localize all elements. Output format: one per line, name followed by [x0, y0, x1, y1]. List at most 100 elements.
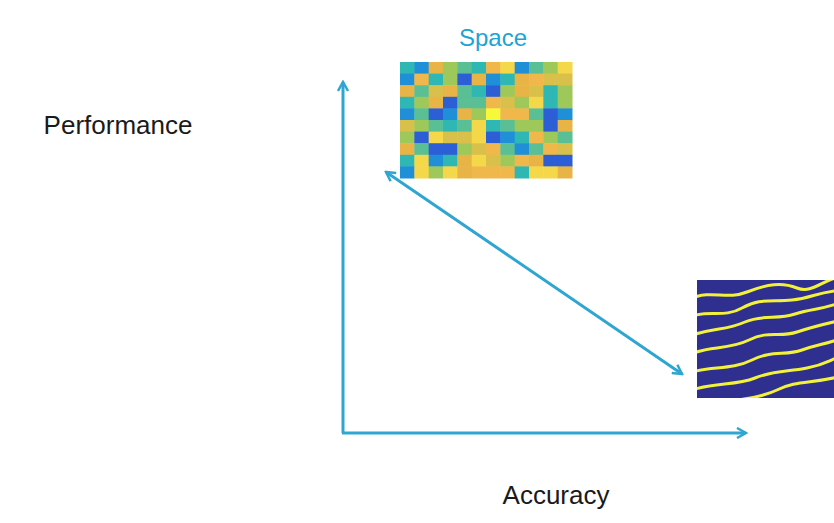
heatmap-cell: [443, 74, 458, 86]
heatmap-cell: [429, 120, 444, 132]
heatmap-cell: [472, 97, 487, 109]
heatmap-cell: [400, 85, 415, 97]
heatmap-cell: [500, 97, 515, 109]
x-axis: [342, 432, 746, 435]
heatmap-cell: [457, 62, 472, 74]
heatmap-cell: [558, 120, 573, 132]
heatmap-cell: [400, 143, 415, 155]
heatmap-cell: [429, 97, 444, 109]
heatmap-cell: [472, 155, 487, 167]
wave-image: [692, 276, 834, 405]
heatmap-cell: [515, 132, 530, 144]
heatmap-cell: [515, 108, 530, 120]
heatmap-cell: [558, 143, 573, 155]
heatmap-cell: [529, 132, 544, 144]
heatmap-cell: [486, 85, 501, 97]
heatmap-cell: [414, 143, 429, 155]
heatmap-cell: [543, 155, 558, 167]
heatmap-cell: [400, 120, 415, 132]
heatmap-cell: [400, 166, 415, 178]
heatmap-cell: [429, 166, 444, 178]
heatmap-cell: [457, 143, 472, 155]
heatmap-cell: [486, 97, 501, 109]
heatmap-cell: [515, 62, 530, 74]
heatmap-cell: [443, 108, 458, 120]
heatmap-cell: [472, 74, 487, 86]
heatmap-cell: [529, 97, 544, 109]
heatmap-cell: [472, 120, 487, 132]
heatmap-cell: [457, 132, 472, 144]
heatmap-cell: [443, 155, 458, 167]
heatmap-cell: [457, 108, 472, 120]
heatmap-cell: [529, 74, 544, 86]
heatmap-cell: [515, 143, 530, 155]
heatmap-cell: [500, 132, 515, 144]
heatmap-cell: [472, 166, 487, 178]
heatmap-cell: [429, 108, 444, 120]
heatmap-cell: [543, 74, 558, 86]
heatmap-cell: [500, 143, 515, 155]
heatmap-cell: [529, 85, 544, 97]
heatmap-cell: [414, 74, 429, 86]
heatmap-cell: [443, 132, 458, 144]
heatmap-cell: [515, 74, 530, 86]
heatmap-cell: [443, 97, 458, 109]
heatmap-cell: [543, 97, 558, 109]
heatmap-cell: [457, 155, 472, 167]
heatmap-cell: [443, 166, 458, 178]
heatmap-cell: [529, 108, 544, 120]
heatmap-cell: [558, 155, 573, 167]
heatmap-cell: [457, 97, 472, 109]
heatmap-cell: [558, 74, 573, 86]
heatmap-cell: [486, 108, 501, 120]
heatmap-cell: [486, 155, 501, 167]
heatmap-cell: [543, 85, 558, 97]
heatmap-cell: [543, 62, 558, 74]
heatmap-cell: [500, 62, 515, 74]
heatmap-cell: [486, 62, 501, 74]
heatmap-cell: [543, 108, 558, 120]
heatmap-cell: [558, 62, 573, 74]
heatmap-cell: [414, 120, 429, 132]
heatmap-cell: [400, 108, 415, 120]
heatmap-cell: [558, 97, 573, 109]
heatmap-cell: [429, 85, 444, 97]
heatmap-cell: [543, 143, 558, 155]
heatmap-cell: [486, 166, 501, 178]
heatmap-cell: [414, 155, 429, 167]
heatmap-cell: [486, 143, 501, 155]
heatmap-cell: [529, 62, 544, 74]
heatmap-cell: [443, 143, 458, 155]
heatmap-cell: [414, 108, 429, 120]
heatmap-cell: [472, 62, 487, 74]
heatmap-cell: [486, 74, 501, 86]
heatmap-cell: [429, 62, 444, 74]
heatmap-cell: [472, 85, 487, 97]
heatmap-cell: [472, 108, 487, 120]
heatmap-cell: [500, 74, 515, 86]
heatmap-cell: [529, 155, 544, 167]
heatmap-cell: [515, 166, 530, 178]
heatmap-image: [400, 62, 573, 179]
heatmap-cell: [414, 85, 429, 97]
heatmap-cell: [400, 132, 415, 144]
heatmap-cell: [443, 62, 458, 74]
heatmap-cell: [486, 132, 501, 144]
heatmap-cell: [429, 132, 444, 144]
heatmap-cell: [543, 166, 558, 178]
heatmap-cell: [500, 108, 515, 120]
heatmap-cell: [472, 143, 487, 155]
heatmap-cell: [558, 166, 573, 178]
heatmap-cell: [472, 132, 487, 144]
heatmap-cell: [529, 166, 544, 178]
heatmap-cell: [457, 166, 472, 178]
tradeoff-arrow: [386, 172, 682, 374]
heatmap-cell: [529, 143, 544, 155]
heatmap-cell: [457, 74, 472, 86]
heatmap-cell: [500, 166, 515, 178]
axis-label: Performance: [44, 110, 193, 141]
heatmap-cell: [414, 132, 429, 144]
y-axis: [342, 82, 345, 433]
heatmap-cell: [500, 120, 515, 132]
